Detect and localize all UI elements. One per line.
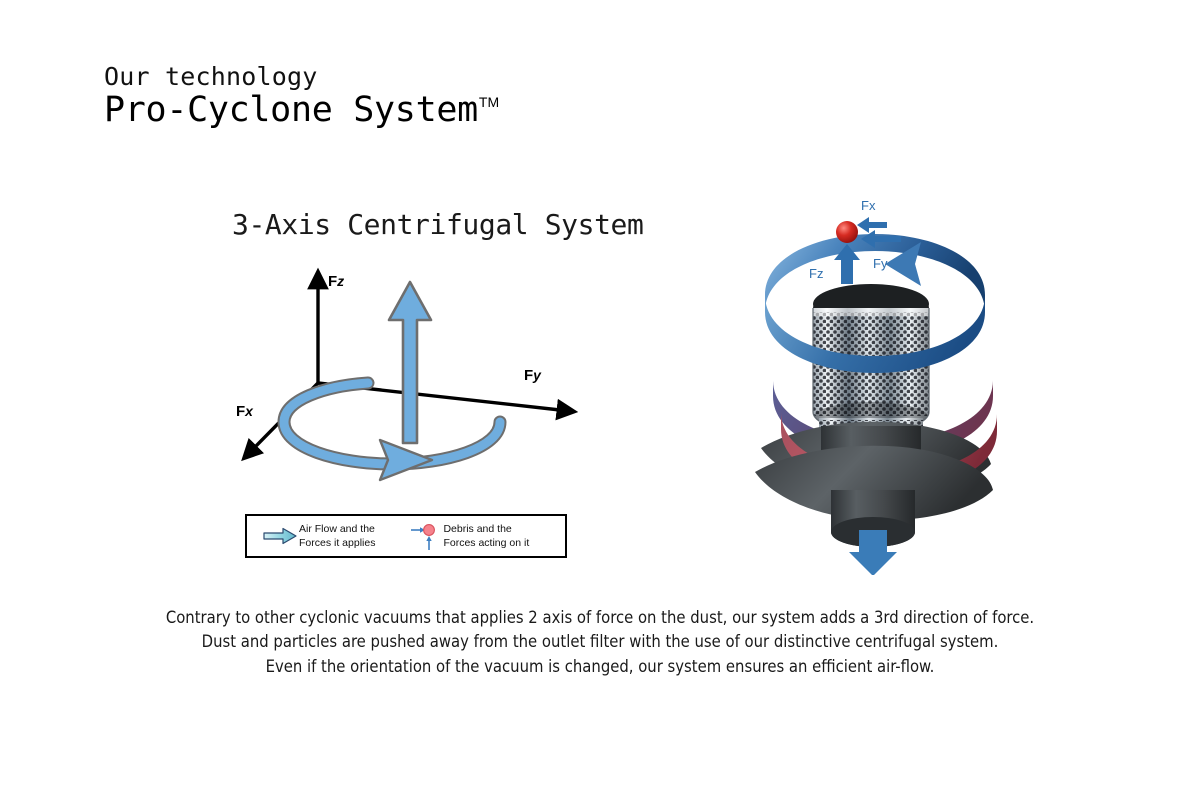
page-header: Our technology Pro-Cyclone System TM bbox=[104, 62, 499, 129]
fz-force-arrow-icon bbox=[387, 280, 433, 445]
debris-particle bbox=[836, 221, 858, 243]
page-title: Pro-Cyclone System bbox=[104, 90, 478, 131]
caption-line-2: Dust and particles are pushed away from … bbox=[201, 632, 999, 652]
force-arrow-fz bbox=[834, 244, 860, 284]
title-row: Pro-Cyclone System TM bbox=[104, 92, 499, 129]
force-label-fx: Fx bbox=[861, 198, 876, 213]
helical-vane-lower bbox=[755, 445, 993, 521]
air-flow-arrow-icon bbox=[261, 520, 299, 552]
legend-debris-line2: Forces acting on it bbox=[443, 537, 530, 549]
helix-ribbon-top-front bbox=[765, 242, 985, 373]
trademark-mark: TM bbox=[478, 94, 500, 111]
three-axis-diagram: Fz Fy Fx bbox=[228, 258, 578, 498]
cyclone-3d-render: Fx Fy Fz bbox=[735, 190, 1035, 575]
exhaust-arrow bbox=[849, 530, 897, 575]
force-arrow-fx bbox=[857, 217, 887, 233]
legend-debris-line1: Debris and the bbox=[443, 522, 512, 535]
axis-label-fy: Fy bbox=[524, 367, 542, 384]
caption-block: Contrary to other cyclonic vacuums that … bbox=[0, 606, 1200, 679]
eyebrow-text: Our technology bbox=[104, 62, 318, 91]
legend-item-air-flow: Air Flow and the Forces it applies bbox=[261, 516, 375, 556]
axis-label-fx: Fx bbox=[236, 403, 254, 420]
axis-label-fz: Fz bbox=[328, 273, 344, 290]
debris-particle-icon bbox=[405, 520, 443, 552]
force-label-fz: Fz bbox=[809, 266, 823, 281]
legend-text-debris: Debris and the Forces acting on it bbox=[443, 522, 529, 551]
force-arrow-fy bbox=[861, 230, 901, 248]
diagram-legend: Air Flow and the Forces it applies Debri… bbox=[245, 514, 567, 558]
legend-air-flow-line1: Air Flow and the bbox=[299, 522, 375, 535]
force-label-fy: Fy bbox=[873, 256, 888, 271]
caption-line-1: Contrary to other cyclonic vacuums that … bbox=[165, 608, 1035, 627]
rotational-flow-arrow-icon bbox=[277, 376, 507, 482]
legend-item-debris: Debris and the Forces acting on it bbox=[405, 516, 529, 556]
caption-line-3: Even if the orientation of the vacuum is… bbox=[265, 656, 935, 676]
helix-ribbon-top-back bbox=[765, 234, 985, 312]
legend-air-flow-line2: Forces it applies bbox=[299, 537, 376, 549]
section-heading: 3-Axis Centrifugal System bbox=[232, 208, 644, 241]
legend-text-air-flow: Air Flow and the Forces it applies bbox=[299, 522, 375, 551]
